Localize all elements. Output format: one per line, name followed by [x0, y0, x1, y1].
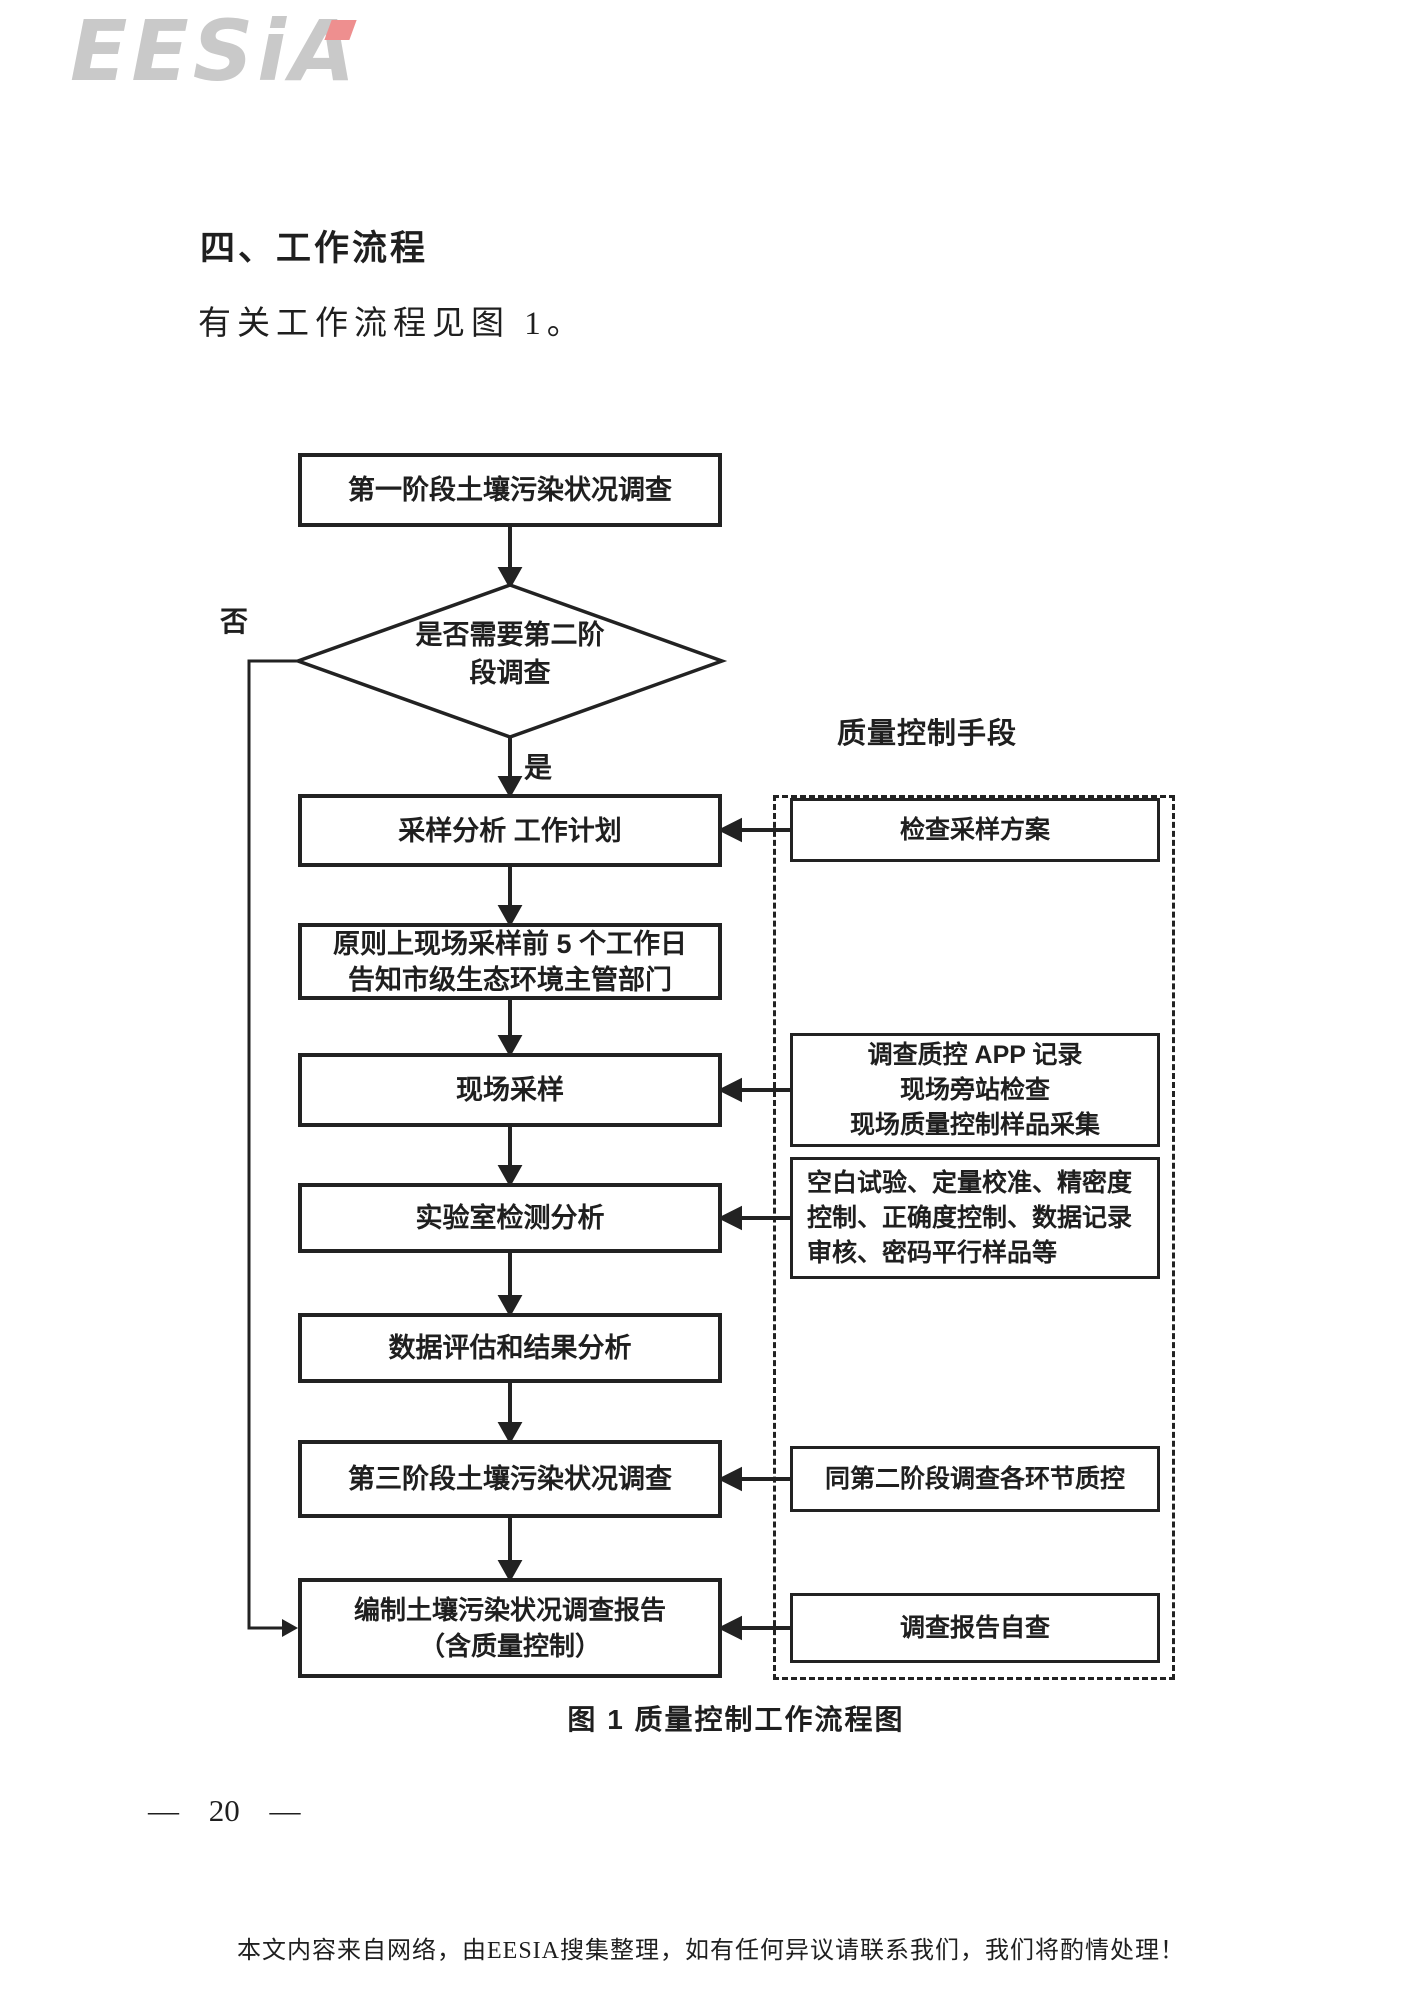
qc-arrow-check-plan — [717, 817, 790, 843]
arrow-decision-to-plan — [497, 737, 523, 799]
decision-diamond — [292, 583, 728, 739]
section-heading: 四、工作流程 — [200, 229, 429, 268]
qc-step-report-selfcheck: 调查报告自查 — [790, 1593, 1160, 1663]
arrow-stage3-to-report — [497, 1518, 523, 1583]
flow-step-sampling-plan: 采样分析 工作计划 — [298, 794, 722, 867]
branch-label-no: 否 — [220, 606, 249, 637]
qc-arrow-lab-qc — [717, 1205, 790, 1231]
qc-step-lab-controls: 空白试验、定量校准、精密度控制、正确度控制、数据记录审核、密码平行样品等 — [790, 1157, 1160, 1279]
flow-step-data-evaluation: 数据评估和结果分析 — [298, 1313, 722, 1383]
qc-arrow-report-selfcheck — [717, 1615, 790, 1641]
eesia-logo: EESiA — [70, 6, 359, 96]
eesia-logo-text: EESiA — [70, 2, 360, 100]
arrow-sampling-to-lab — [497, 1127, 523, 1188]
arrow-notify-to-sampling — [497, 1000, 523, 1058]
page-number: — 20 — — [148, 1793, 301, 1828]
flow-step-notify-authority: 原则上现场采样前 5 个工作日 告知市级生态环境主管部门 — [298, 923, 722, 1000]
figure-caption: 图 1 质量控制工作流程图 — [567, 1704, 905, 1735]
qc-step-app-record: 调查质控 APP 记录 现场旁站检查 现场质量控制样品采集 — [790, 1033, 1160, 1147]
qc-step-stage3-controls: 同第二阶段调查各环节质控 — [790, 1446, 1160, 1512]
arrow-stage1-to-decision — [497, 527, 523, 590]
decision-label: 是否需要第二阶 段调查 — [415, 620, 605, 688]
flow-step-lab-analysis: 实验室检测分析 — [298, 1183, 722, 1253]
qc-arrow-stage3-qc — [717, 1466, 790, 1492]
flow-step-report: 编制土壤污染状况调查报告 （含质量控制） — [298, 1578, 722, 1678]
footer-disclaimer: 本文内容来自网络，由EESIA搜集整理，如有任何异议请联系我们，我们将酌情处理！ — [237, 1938, 1185, 1964]
intro-text: 有关工作流程见图 1。 — [198, 306, 586, 342]
qc-dashed-container — [773, 795, 1175, 1680]
qc-column-header: 质量控制手段 — [836, 718, 1017, 750]
qc-step-check-sampling-plan: 检查采样方案 — [790, 798, 1160, 862]
flow-step-stage1-survey: 第一阶段土壤污染状况调查 — [298, 453, 722, 527]
no-branch-arrowhead — [282, 1619, 298, 1637]
flow-step-field-sampling: 现场采样 — [298, 1053, 722, 1127]
branch-label-yes: 是 — [524, 752, 553, 783]
no-branch-line — [247, 659, 298, 1630]
arrow-plan-to-notify — [497, 867, 523, 928]
flow-step-stage3-survey: 第三阶段土壤污染状况调查 — [298, 1440, 722, 1518]
arrow-evaluation-to-stage3 — [497, 1383, 523, 1445]
qc-arrow-app-record — [717, 1077, 790, 1103]
arrow-lab-to-evaluation — [497, 1253, 523, 1318]
